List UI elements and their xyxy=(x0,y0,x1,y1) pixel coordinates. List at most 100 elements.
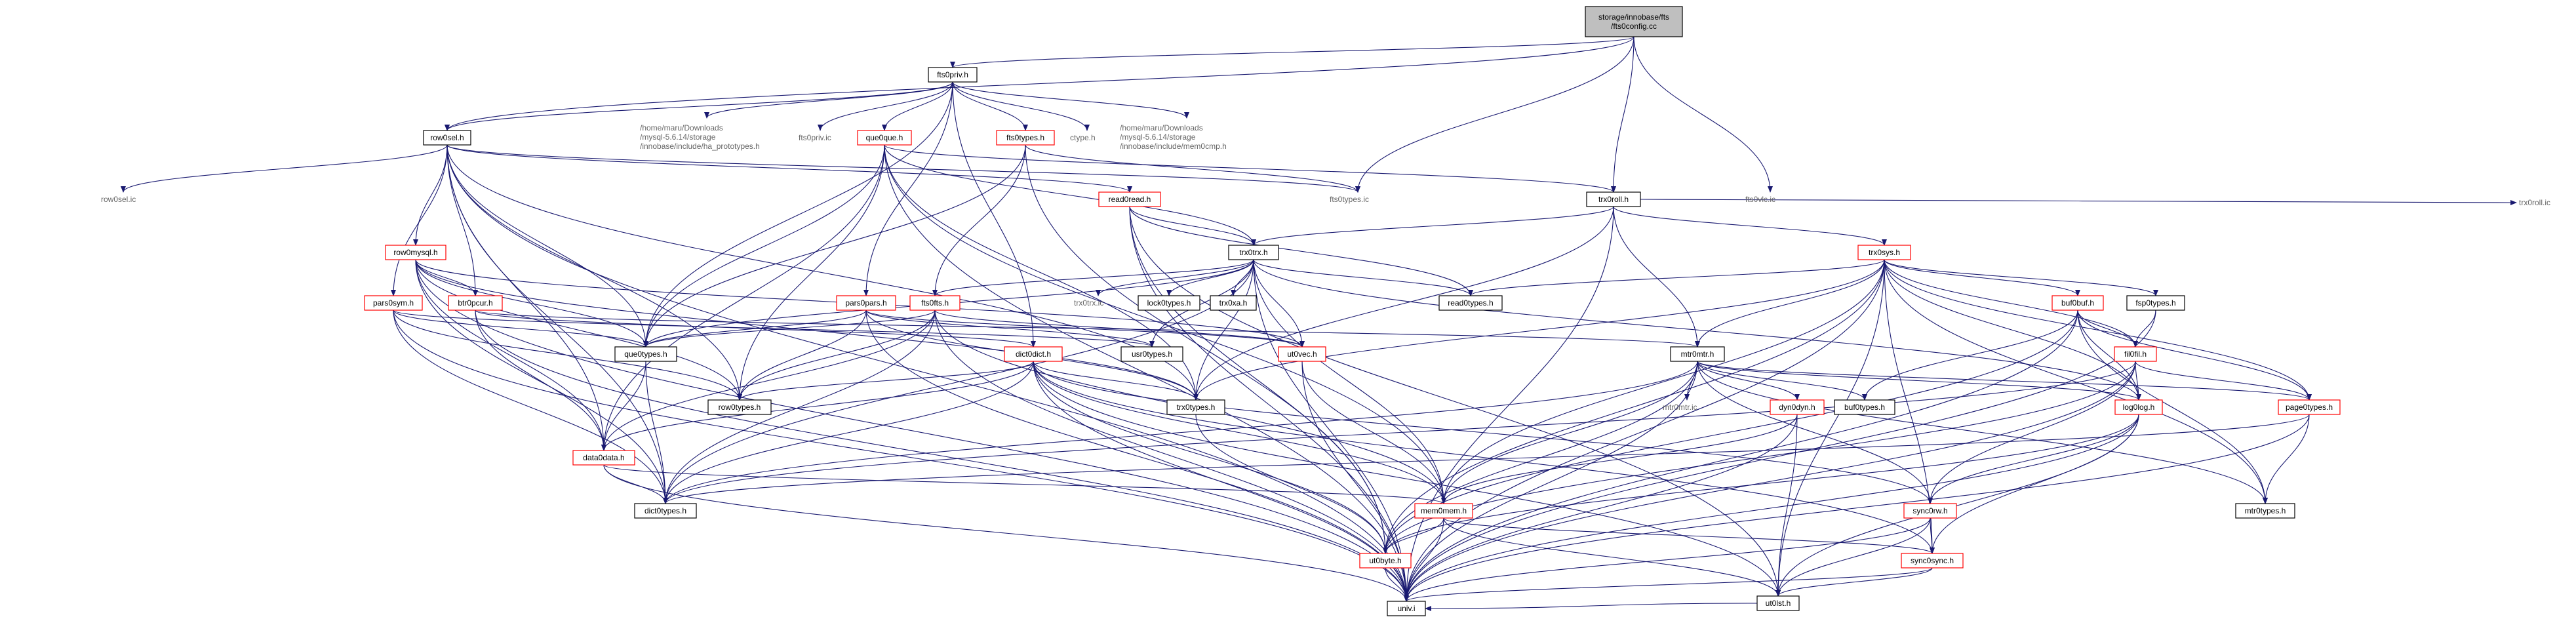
node-usr0types-h[interactable]: usr0types.h xyxy=(1120,346,1183,362)
edge-read0read-h-to-ut0lst-h xyxy=(1129,206,1781,597)
node-box xyxy=(707,399,772,415)
node-row0sel-h[interactable]: row0sel.h xyxy=(423,130,471,146)
node-buf0types-h[interactable]: buf0types.h xyxy=(1834,399,1895,415)
edge-mtr0mtr-h-to-univ-i xyxy=(1404,361,1698,602)
node-box xyxy=(909,295,961,311)
node-label: fts0priv.h xyxy=(937,70,968,79)
node-label: que0que.h xyxy=(866,133,903,142)
node-row0sel-ic: row0sel.ic xyxy=(101,195,136,204)
node-log0log-h[interactable]: log0log.h xyxy=(2114,399,2163,415)
node-row0types-h[interactable]: row0types.h xyxy=(707,399,772,415)
node-root[interactable]: storage/innobase/fts/fts0config.cc xyxy=(1585,6,1683,37)
node-buf0buf-h[interactable]: buf0buf.h xyxy=(2051,295,2104,311)
node-dyn0dyn-h[interactable]: dyn0dyn.h xyxy=(1770,399,1825,415)
node-ut0byte-h[interactable]: ut0byte.h xyxy=(1359,553,1412,569)
edge-row0sel-h-to-que0types-h xyxy=(446,144,648,348)
node-mtr0mtr-h[interactable]: mtr0mtr.h xyxy=(1670,346,1725,362)
node-mtr0types-h[interactable]: mtr0types.h xyxy=(2235,503,2295,519)
node-fts0vlc-ic: fts0vlc.ic xyxy=(1745,195,1775,204)
node-fts0priv-h[interactable]: fts0priv.h xyxy=(928,67,978,83)
node-data0data-h[interactable]: data0data.h xyxy=(572,450,635,466)
edge-sync0sync-h-to-ut0lst-h xyxy=(1775,567,1933,597)
node-trx0roll-h[interactable]: trx0roll.h xyxy=(1586,191,1641,207)
edge-que0que-h-to-univ-i xyxy=(884,144,1409,602)
node-box xyxy=(1756,595,1800,611)
node-label: /fts0config.cc xyxy=(1611,22,1657,31)
edge-read0read-h-to-read0types-h xyxy=(1129,206,1473,296)
node-label: fts0types.ic xyxy=(1330,195,1369,204)
node-trx0trx-h[interactable]: trx0trx.h xyxy=(1228,245,1279,260)
file-nodes: storage/innobase/fts/fts0config.cc fts0pr… xyxy=(101,6,2550,616)
node-lock0types-h[interactable]: lock0types.h xyxy=(1138,295,1200,311)
edge-row0mysql-h-to-dict0types-h xyxy=(415,259,668,504)
edge-row0sel-h-to-pars0sym-h xyxy=(391,144,448,296)
edge-dict0dict-h-to-ut0byte-h xyxy=(1033,361,1388,554)
node-box xyxy=(1586,191,1641,207)
node-box xyxy=(2114,346,2157,362)
node-label: mtr0types.h xyxy=(2245,506,2286,515)
edge-root-to-fts0vlc-ic xyxy=(1633,36,1773,193)
edge-fsp0types-h-to-fil0fil-h xyxy=(2133,310,2156,348)
node-trx0xa-h[interactable]: trx0xa.h xyxy=(1210,295,1257,311)
node-label: fts0fts.h xyxy=(921,298,949,308)
node-ut0vec-h[interactable]: ut0vec.h xyxy=(1278,346,1326,362)
edge-log0log-h-to-sync0sync-h xyxy=(1930,414,2139,554)
edge-btr0pcur-h-to-data0data-h xyxy=(475,310,606,451)
node-fts0priv-ic: fts0priv.ic xyxy=(799,133,831,142)
edge-trx0sys-h-to-fsp0types-h xyxy=(1884,259,2158,296)
node-que0que-h[interactable]: que0que.h xyxy=(857,130,912,146)
node-fsp0types-h[interactable]: fsp0types.h xyxy=(2126,295,2185,311)
node-dict0dict-h[interactable]: dict0dict.h xyxy=(1004,346,1063,362)
node-label: trx0types.h xyxy=(1177,403,1216,412)
edge-que0que-h-to-trx0types-h xyxy=(884,144,1199,401)
edge-trx0sys-h-to-mtr0mtr-h xyxy=(1695,259,1885,348)
node-univ-i[interactable]: univ.i xyxy=(1387,601,1426,616)
edge-trx0trx-h-to-mem0mem-h xyxy=(1253,259,1446,504)
node-box xyxy=(2126,295,2185,311)
node-ut0lst-h[interactable]: ut0lst.h xyxy=(1756,595,1800,611)
edge-ut0lst-h-to-univ-i xyxy=(1425,603,1758,611)
edge-fts0fts-h-to-univ-i xyxy=(934,310,1409,602)
node-fts0fts-h[interactable]: fts0fts.h xyxy=(909,295,961,311)
dependency-edges xyxy=(121,36,2517,611)
node-trx0sys-h[interactable]: trx0sys.h xyxy=(1857,245,1911,260)
node-page0types-h[interactable]: page0types.h xyxy=(2278,399,2341,415)
node-mem0mem-h[interactable]: mem0mem.h xyxy=(1414,503,1473,519)
edge-log0log-h-to-univ-i xyxy=(1404,414,2139,602)
edge-fsp0types-h-to-univ-i xyxy=(1404,310,2156,602)
node-read0read-h[interactable]: read0read.h xyxy=(1098,191,1161,207)
edge-dict0dict-h-to-sync0rw-h xyxy=(1033,361,1933,504)
node-pars0pars-h[interactable]: pars0pars.h xyxy=(836,295,896,311)
edge-trx0trx-h-to-univ-i xyxy=(1253,259,1409,602)
node-fil0fil-h[interactable]: fil0fil.h xyxy=(2114,346,2157,362)
node-row0mysql-h[interactable]: row0mysql.h xyxy=(385,245,446,260)
edge-buf0buf-h-to-buf0types-h xyxy=(1862,310,2078,401)
node-fts0types-ic: fts0types.ic xyxy=(1330,195,1369,204)
node-box xyxy=(2051,295,2104,311)
node-box xyxy=(1901,553,1964,569)
edge-dyn0dyn-h-to-ut0lst-h xyxy=(1775,414,1798,597)
edge-mem0mem-h-to-sync0sync-h xyxy=(1443,517,1935,554)
node-btr0pcur-h[interactable]: btr0pcur.h xyxy=(448,295,503,311)
node-label: sync0sync.h xyxy=(1911,556,1954,565)
edge-trx0trx-h-to-log0log-h xyxy=(1253,259,2141,401)
node-que0types-h[interactable]: que0types.h xyxy=(614,346,677,362)
node-sync0rw-h[interactable]: sync0rw.h xyxy=(1903,503,1957,519)
edge-trx0roll-h-to-trx0types-h xyxy=(1193,206,1614,401)
node-label: data0data.h xyxy=(583,453,624,462)
edge-fts0priv-h-to-ctype-h xyxy=(952,81,1090,131)
node-label: mtr0mtr.ic xyxy=(1663,403,1697,412)
edge-dict0dict-h-to-row0types-h xyxy=(737,361,1034,401)
node-fts0types-h[interactable]: fts0types.h xyxy=(996,130,1055,146)
edge-trx0trx-h-to-fts0fts-h xyxy=(932,259,1254,296)
node-label: fsp0types.h xyxy=(2135,298,2175,308)
node-trx0types-h[interactable]: trx0types.h xyxy=(1166,399,1225,415)
edge-mtr0mtr-h-to-dyn0dyn-h xyxy=(1697,361,1800,401)
edge-data0data-h-to-dict0types-h xyxy=(603,464,668,504)
node-sync0sync-h[interactable]: sync0sync.h xyxy=(1901,553,1964,569)
node-label: mem0mem.h xyxy=(1421,506,1467,515)
node-pars0sym-h[interactable]: pars0sym.h xyxy=(364,295,423,311)
node-dict0types-h[interactable]: dict0types.h xyxy=(634,503,697,519)
node-read0types-h[interactable]: read0types.h xyxy=(1438,295,1503,311)
edge-trx0sys-h-to-log0log-h xyxy=(1884,259,2141,401)
